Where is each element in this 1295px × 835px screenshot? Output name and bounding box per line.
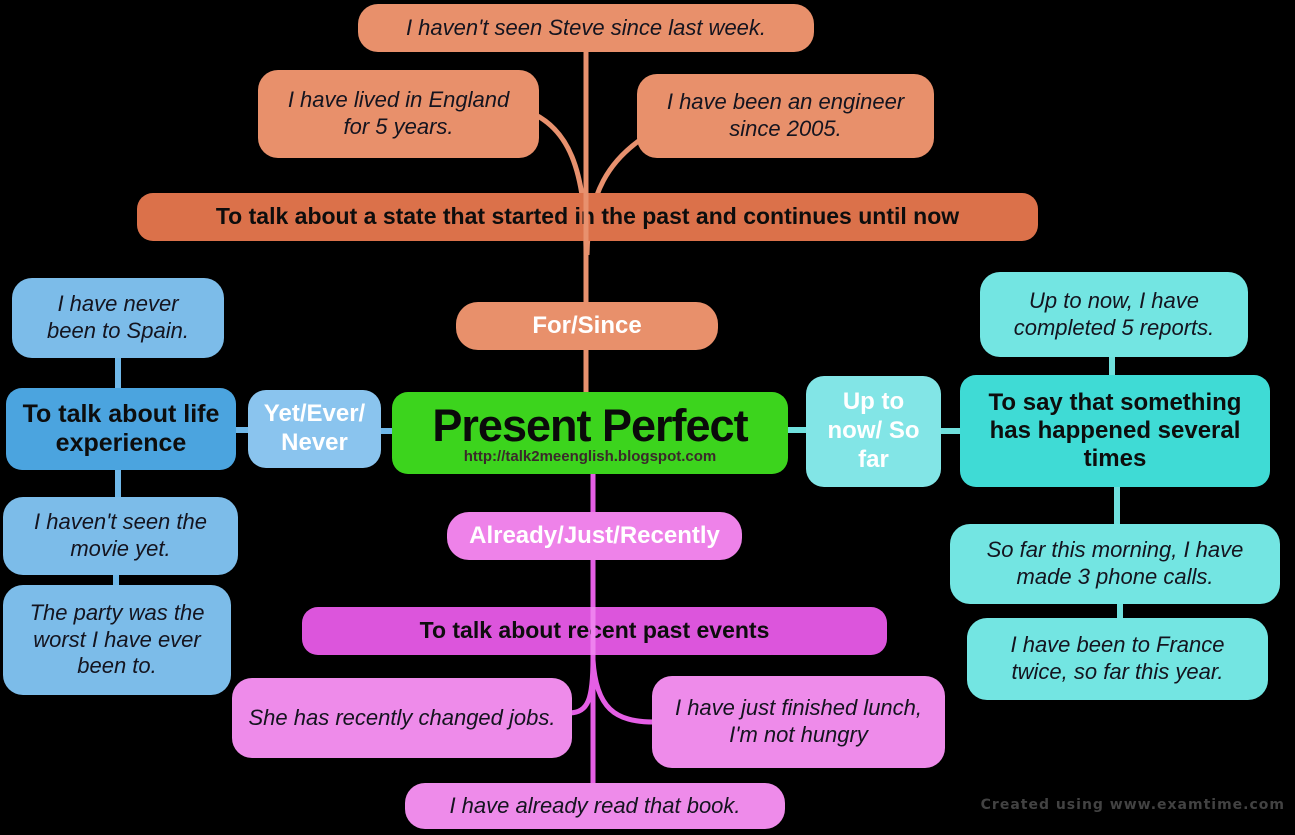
- example-steve: I haven't seen Steve since last week.: [358, 4, 814, 52]
- example-engineer: I have been an engineer since 2005.: [637, 74, 934, 158]
- keyword-already-just-recently: Already/Just/Recently: [447, 512, 742, 560]
- example-reports: Up to now, I have completed 5 reports.: [980, 272, 1248, 357]
- example-party: The party was the worst I have ever been…: [3, 585, 231, 695]
- example-movie: I haven't seen the movie yet.: [3, 497, 238, 575]
- example-read-book: I have already read that book.: [405, 783, 785, 829]
- example-spain: I have never been to Spain.: [12, 278, 224, 358]
- purpose-for-since: To talk about a state that started in th…: [137, 193, 1038, 241]
- example-finished-lunch: I have just finished lunch, I'm not hung…: [652, 676, 945, 768]
- example-england: I have lived in England for 5 years.: [258, 70, 539, 158]
- central-topic-url: http://talk2meenglish.blogspot.com: [463, 447, 717, 465]
- purpose-yet-ever-never: To talk about life experience: [6, 388, 236, 470]
- purpose-already-just-recently: To talk about recent past events: [302, 607, 887, 655]
- example-phone-calls: So far this morning, I have made 3 phone…: [950, 524, 1280, 604]
- purpose-up-to-now: To say that something has happened sever…: [960, 375, 1270, 487]
- keyword-for-since: For/Since: [456, 302, 718, 350]
- example-changed-jobs: She has recently changed jobs.: [232, 678, 572, 758]
- watermark-text: Created using www.examtime.com: [980, 797, 1285, 813]
- keyword-up-to-now: Up to now/ So far: [806, 376, 941, 487]
- example-france: I have been to France twice, so far this…: [967, 618, 1268, 700]
- central-topic: Present Perfect http://talk2meenglish.bl…: [392, 392, 788, 474]
- central-topic-title: Present Perfect: [432, 399, 748, 451]
- keyword-yet-ever-never: Yet/Ever/ Never: [248, 390, 381, 468]
